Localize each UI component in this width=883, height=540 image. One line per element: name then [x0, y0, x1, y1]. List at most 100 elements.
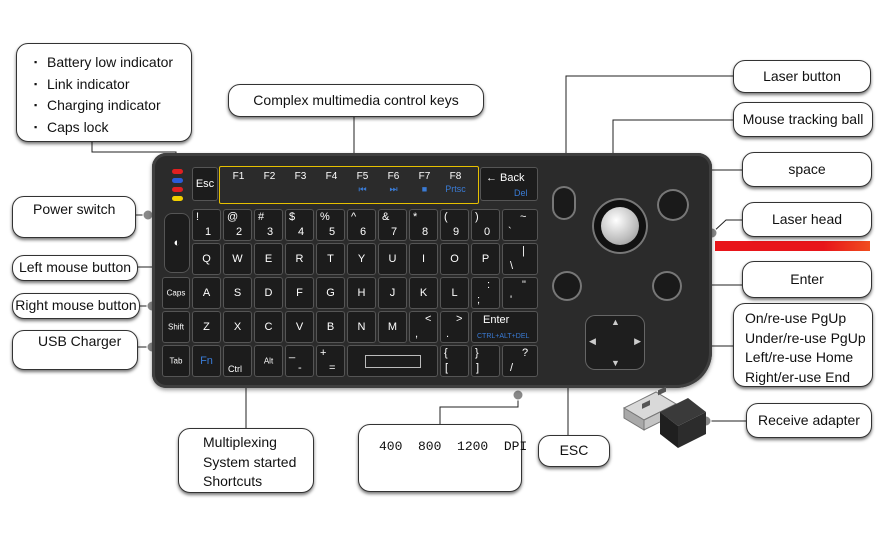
key-d[interactable]: D [254, 277, 283, 309]
power-switch-callout: Power switch [12, 196, 136, 238]
key-bracket-right[interactable]: }] [471, 345, 500, 377]
esc-round-button[interactable] [552, 271, 582, 301]
space-button[interactable] [657, 189, 689, 221]
fn-key[interactable]: Fn [192, 345, 221, 377]
dpad[interactable]: ▲ ▼ ◀ ▶ [585, 315, 645, 370]
charging-led [172, 187, 183, 192]
f4-key[interactable]: F4 [325, 171, 338, 182]
key-comma[interactable]: <, [409, 311, 438, 343]
key-z[interactable]: Z [192, 311, 221, 343]
key-v[interactable]: V [285, 311, 314, 343]
enter-round-button[interactable] [652, 271, 682, 301]
stop-icon: ■ [421, 184, 428, 194]
key-equals[interactable]: += [316, 345, 345, 377]
ctrl-key[interactable]: Ctrl [223, 345, 252, 377]
backspace-key[interactable]: ← Back Del [480, 167, 538, 201]
up-arrow-icon: ▲ [611, 317, 620, 327]
f5-key[interactable]: F5⏮ [348, 169, 377, 199]
key-period[interactable]: >. [440, 311, 469, 343]
dpad-callout: On/re-use PgUp Under/re-use PgUp Left/re… [733, 303, 873, 387]
key-f[interactable]: F [285, 277, 314, 309]
esc-key[interactable]: Esc [192, 167, 218, 201]
f7-key[interactable]: F7■ [410, 169, 439, 199]
caps-led [172, 196, 183, 201]
key-j[interactable]: J [378, 277, 407, 309]
left-mouse-icon: ◐ [173, 237, 181, 249]
usb-charger-label: USB Charger [38, 333, 122, 349]
key-l[interactable]: L [440, 277, 469, 309]
f6-key[interactable]: F6⏭ [379, 169, 408, 199]
key-s[interactable]: S [223, 277, 252, 309]
tracking-ball[interactable] [601, 207, 639, 245]
key-k[interactable]: K [409, 277, 438, 309]
next-track-icon: ⏭ [389, 184, 398, 194]
left-mouse-key[interactable]: ◐ [164, 213, 190, 273]
key-backslash[interactable]: |\ [502, 243, 538, 275]
right-mouse-callout: Right mouse button [12, 293, 140, 319]
key-3[interactable]: #3 [254, 209, 283, 241]
key-u[interactable]: U [378, 243, 407, 275]
usb-charger-callout: USB Charger [12, 330, 138, 370]
key-h[interactable]: H [347, 277, 376, 309]
key-quote[interactable]: "' [502, 277, 538, 309]
key-1[interactable]: !1 [192, 209, 221, 241]
key-2[interactable]: @2 [223, 209, 252, 241]
shift-key[interactable]: Shift [162, 311, 190, 343]
key-b[interactable]: B [316, 311, 345, 343]
key-n[interactable]: N [347, 311, 376, 343]
key-7[interactable]: &7 [378, 209, 407, 241]
enter-key[interactable]: Enter CTRL+ALT+DEL [471, 311, 538, 343]
dpad-up: On/re-use PgUp [745, 310, 847, 326]
key-c[interactable]: C [254, 311, 283, 343]
key-slash[interactable]: ?/ [502, 345, 538, 377]
key-r[interactable]: R [285, 243, 314, 275]
battery-led [172, 169, 183, 174]
key-i[interactable]: I [409, 243, 438, 275]
tab-key[interactable]: Tab [162, 345, 190, 377]
f1-key[interactable]: F1 [232, 171, 245, 182]
key-minus[interactable]: _- [285, 345, 314, 377]
key-tilde[interactable]: ~` [502, 209, 538, 241]
prev-track-icon: ⏮ [358, 184, 367, 194]
key-y[interactable]: Y [347, 243, 376, 275]
dpi-label: 400 800 1200 DPI [379, 439, 528, 454]
caps-key[interactable]: Caps [162, 277, 190, 309]
key-p[interactable]: P [471, 243, 500, 275]
key-semicolon[interactable]: :; [471, 277, 500, 309]
esc-callout: ESC [538, 435, 610, 467]
laser-button[interactable] [552, 186, 576, 220]
link-led [172, 178, 183, 183]
indicator-link: Link indicator [34, 76, 183, 94]
key-o[interactable]: O [440, 243, 469, 275]
indicator-charging: Charging indicator [34, 97, 183, 115]
key-5[interactable]: %5 [316, 209, 345, 241]
dpi-callout: 400 800 1200 DPI [358, 424, 527, 492]
key-6[interactable]: ^6 [347, 209, 376, 241]
f3-key[interactable]: F3 [294, 171, 307, 182]
laser-beam [715, 241, 870, 251]
dpi-connector [439, 395, 519, 424]
left-arrow-icon: ◀ [589, 336, 596, 346]
key-bracket-left[interactable]: {[ [440, 345, 469, 377]
indicator-caps-lock: Caps lock [34, 119, 183, 137]
key-4[interactable]: $4 [285, 209, 314, 241]
key-g[interactable]: G [316, 277, 345, 309]
key-a[interactable]: A [192, 277, 221, 309]
f2-key[interactable]: F2 [263, 171, 276, 182]
key-8[interactable]: *8 [409, 209, 438, 241]
dpad-down: Under/re-use PgUp [745, 329, 866, 346]
alt-key[interactable]: Alt [254, 345, 283, 377]
key-e[interactable]: E [254, 243, 283, 275]
key-t[interactable]: T [316, 243, 345, 275]
spacebar[interactable] [347, 345, 438, 377]
key-w[interactable]: W [223, 243, 252, 275]
key-q[interactable]: Q [192, 243, 221, 275]
key-m[interactable]: M [378, 311, 407, 343]
key-0[interactable]: )0 [471, 209, 500, 241]
down-arrow-icon: ▼ [611, 358, 620, 368]
dpad-left: Left/re-use Home [745, 349, 854, 365]
key-9[interactable]: (9 [440, 209, 469, 241]
key-x[interactable]: X [223, 311, 252, 343]
